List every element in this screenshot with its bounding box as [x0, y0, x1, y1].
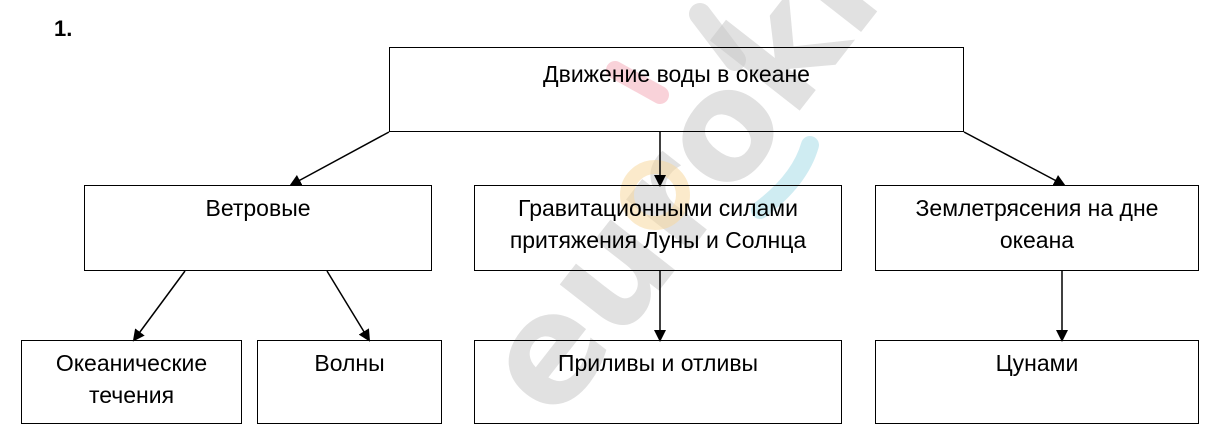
node-gravitational: Гравитационными силами притяжения Луны и… — [474, 185, 842, 271]
edge-wind-currents — [132, 270, 186, 342]
task-number: 1. — [54, 16, 73, 41]
node-currents-line-2: течения — [88, 382, 175, 408]
node-tides-line-1: Приливы и отливы — [557, 350, 759, 376]
node-tsunami: Цунами — [875, 340, 1199, 424]
node-earthquakes-line-2: океана — [999, 227, 1075, 253]
node-waves-line-1: Волны — [314, 350, 385, 376]
node-currents-line-1: Океанические — [55, 350, 208, 376]
node-wind-line-1: Ветровые — [205, 195, 311, 221]
node-waves: Волны — [257, 340, 442, 424]
node-wind: Ветровые — [84, 185, 432, 271]
node-tides: Приливы и отливы — [474, 340, 842, 424]
edge-root-earthquakes — [963, 131, 1066, 186]
node-currents: Океанические течения — [21, 340, 242, 424]
node-root-line-1: Движение воды в океане — [543, 61, 810, 87]
node-tsunami-line-1: Цунами — [995, 350, 1079, 376]
node-earthquakes-line-1: Землетрясения на дне — [915, 195, 1159, 221]
edge-wind-waves — [326, 270, 371, 342]
edge-root-wind — [289, 131, 390, 186]
node-gravitational-line-1: Гравитационными силами — [518, 195, 798, 221]
node-root: Движение воды в океане — [389, 47, 964, 132]
node-gravitational-line-2: притяжения Луны и Солнца — [509, 227, 807, 253]
node-earthquakes: Землетрясения на дне океана — [875, 185, 1199, 271]
